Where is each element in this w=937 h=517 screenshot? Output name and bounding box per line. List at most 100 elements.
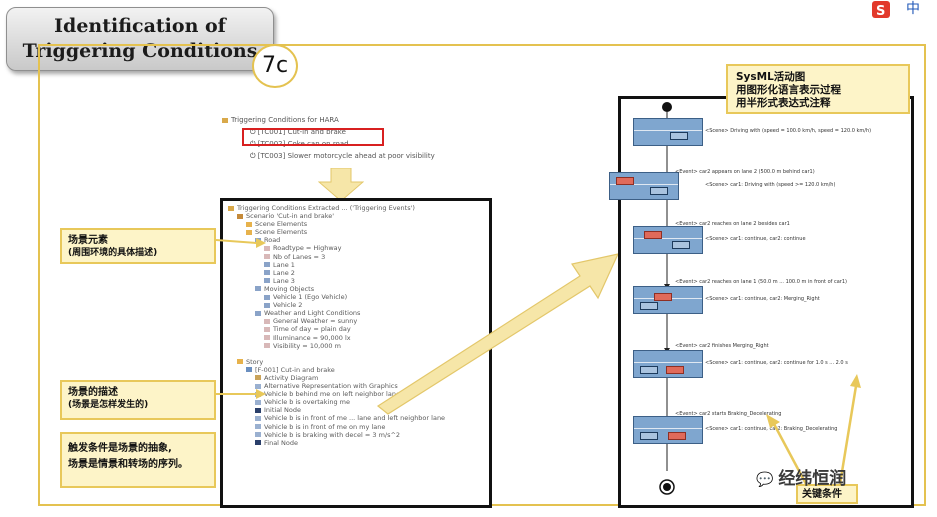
tree-row[interactable]: General Weather = sunny	[228, 317, 483, 325]
tree-row[interactable]: Triggering Conditions Extracted ... ('Tr…	[228, 204, 483, 212]
scene-description-callout: 场景的描述 (场景是怎样发生的)	[60, 380, 216, 420]
tree-node-icon	[264, 343, 270, 349]
tree-row[interactable]: Moving Objects	[228, 285, 483, 293]
car-icon	[640, 432, 658, 440]
tree-node-icon	[228, 351, 234, 356]
tree-node-icon	[228, 205, 234, 211]
tree-node-icon	[255, 375, 261, 381]
scenario-tree: Triggering Conditions Extracted ... ('Tr…	[228, 204, 483, 447]
tree-row[interactable]: Final Node	[228, 439, 483, 447]
tree-row[interactable]: Scenario 'Cut-in and brake'	[228, 212, 483, 220]
key-condition-label: 关键条件	[796, 484, 858, 504]
title-line-1: Identification of	[54, 15, 226, 37]
watermark: 💬 经纬恒润	[756, 469, 847, 489]
car-icon	[644, 231, 662, 239]
final-node	[663, 483, 671, 491]
tree-row[interactable]: Visibility = 10,000 m	[228, 342, 483, 350]
car-icon	[666, 366, 684, 374]
tree-node-icon	[255, 424, 261, 430]
power-icon: ⏻	[250, 128, 258, 136]
tree-node-icon	[255, 415, 261, 421]
car-icon	[650, 187, 668, 195]
tree-row[interactable]: Lane 2	[228, 269, 483, 277]
tree-row[interactable]: Road	[228, 236, 483, 244]
scene-graphic	[633, 226, 703, 254]
tree-row[interactable]: Lane 3	[228, 277, 483, 285]
tree-row[interactable]: Vehicle b is in front of me on my lane	[228, 423, 483, 431]
tree-node-icon	[255, 407, 261, 413]
tree-item[interactable]: ⏻ [TC003] Slower motorcycle ahead at poo…	[250, 152, 435, 160]
tree-root[interactable]: Triggering Conditions for HARA	[222, 114, 492, 126]
selected-condition-highlight	[242, 128, 384, 146]
scene-label: <Scene> car1: continue, car2: continue	[705, 236, 806, 242]
tree-item[interactable]: ⏻ [TC001] Cut-in and brake	[250, 128, 346, 136]
tree-row[interactable]: Vehicle b is overtaking me	[228, 398, 483, 406]
scene-graphic	[633, 118, 703, 146]
tree-row[interactable]: Lane 1	[228, 261, 483, 269]
tree-row[interactable]: Roadtype = Highway	[228, 244, 483, 252]
initial-node	[662, 102, 672, 112]
tree-row[interactable]: Scene Elements	[228, 228, 483, 236]
section-badge: 7c	[252, 44, 298, 88]
scene-graphic	[633, 286, 703, 314]
car-icon	[672, 241, 690, 249]
diagonal-arrow-icon	[376, 253, 620, 415]
tree-node-icon	[264, 302, 270, 308]
tree-node-icon	[255, 399, 261, 405]
tree-row[interactable]: Vehicle 2	[228, 301, 483, 309]
tree-node-icon	[237, 213, 243, 219]
event-label: <Event> car2 finishes Merging_Right	[675, 343, 769, 349]
tree-node-icon	[264, 254, 270, 260]
trigger-definition-callout: 触发条件是场景的抽象, 场景是情景和转场的序列。	[60, 432, 216, 488]
tree-row[interactable]: Time of day = plain day	[228, 325, 483, 333]
scene-label: <Scene> car1: continue, car2: Braking_De…	[705, 426, 838, 432]
tree-row[interactable]: [F-001] Cut-in and brake	[228, 366, 483, 374]
tree-node-icon	[264, 270, 270, 276]
tree-row[interactable]: Initial Node	[228, 406, 483, 414]
tree-row[interactable]: Vehicle b is in front of me ... lane and…	[228, 414, 483, 422]
key-condition-arrows	[766, 374, 861, 485]
tree-row[interactable]: Nb of Lanes = 3	[228, 253, 483, 261]
tree-node-icon	[255, 440, 261, 446]
scene-label: <Scene> Driving with (speed = 100.0 km/h…	[705, 128, 872, 134]
event-label: <Event> car2 reaches on lane 2 besides c…	[675, 221, 790, 227]
tree-row[interactable]: Weather and Light Conditions	[228, 309, 483, 317]
scene-graphic	[609, 172, 679, 200]
tree-node-icon	[264, 318, 270, 324]
down-arrow-icon	[318, 168, 364, 202]
sysml-note: SysML活动图 用图形化语言表示过程 用半形式表达式注释	[726, 64, 910, 114]
scene-label: <Scene> car1: Driving with (speed >= 120…	[705, 182, 836, 188]
logo-icon: S	[872, 1, 890, 19]
tree-node-icon	[264, 294, 270, 300]
scene-label: <Scene> car1: continue, car2: Merging_Ri…	[705, 296, 820, 302]
tree-row[interactable]: Story	[228, 358, 483, 366]
tree-node-icon	[264, 335, 270, 340]
car-icon	[668, 432, 686, 440]
car-icon	[640, 366, 658, 374]
scene-graphic	[633, 416, 703, 444]
tree-row[interactable]: Vehicle 1 (Ego Vehicle)	[228, 293, 483, 301]
connector-arrow-icon	[216, 238, 266, 248]
car-icon	[670, 132, 688, 140]
tree-node-icon	[255, 432, 261, 438]
power-icon: ⏻	[250, 152, 258, 160]
event-label: <Event> car2 appears on lane 2 (500.0 m …	[675, 169, 815, 175]
activity-diagram-content: <Scene> Driving with (speed = 100.0 km/h…	[609, 99, 905, 499]
tree-node-icon	[255, 383, 261, 389]
folder-icon	[222, 117, 228, 123]
car-icon	[616, 177, 634, 185]
event-label: <Event> car2 starts Braking_Decelerating	[675, 411, 782, 417]
title-card: Identification of Triggering Conditions	[6, 7, 274, 71]
tree-row[interactable]: Alternative Representation with Graphics	[228, 382, 483, 390]
event-label: <Event> car2 reaches on lane 1 (50.0 m .…	[675, 279, 847, 285]
tree-row[interactable]: Activity Diagram	[228, 374, 483, 382]
tree-row[interactable]: Illuminance = 90,000 lx	[228, 334, 483, 342]
tree-node-icon	[255, 286, 261, 292]
tree-node-icon	[264, 326, 270, 332]
tree-row[interactable]: Scene Elements	[228, 220, 483, 228]
logo-text: 中	[906, 1, 920, 17]
connector-arrow-icon	[216, 389, 266, 399]
tree-node-icon	[246, 367, 252, 373]
tree-node-icon	[264, 245, 270, 251]
tree-row[interactable]: Vehicle b is braking with decel = 3 m/s^…	[228, 431, 483, 439]
